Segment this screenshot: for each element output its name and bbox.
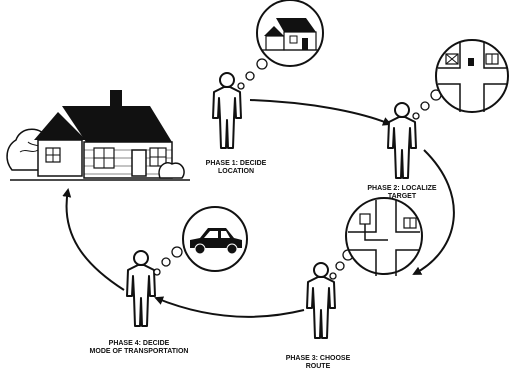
phase-2-thought-bubble [412,39,509,120]
phase-1-label-line-1: PHASE 1: DECIDE [205,160,267,167]
phase-1-label-line-2: LOCATION [217,168,255,175]
phase-1-label: PHASE 1: DECIDE LOCATION [188,160,284,176]
phase-2-figure [387,102,417,179]
phase-3-label: PHASE 3: CHOOSE ROUTE [268,355,368,371]
phase-3-label-line-1: PHASE 3: CHOOSE [285,355,351,362]
phase-3-thought-bubble [329,197,423,280]
phase-4-label-line-2: MODE OF TRANSPORTATION [89,348,189,355]
phase-4-label-line-1: PHASE 4: DECIDE [108,340,170,347]
phase-1-figure [212,72,242,149]
arrow-phase3-to-phase4 [154,296,305,318]
arrow-phase4-to-house [62,188,125,291]
phase-2-label-line-2: TARGET [387,193,417,200]
phase-2-label-line-1: PHASE 2: LOCALIZE [367,185,437,192]
arrow-phase1-to-phase2 [249,99,392,126]
phase-3-label-line-2: ROUTE [305,363,331,370]
phase-4-thought-bubble [153,206,248,276]
phase-4-figure [126,250,156,327]
phase-1-thought-bubble [237,0,324,90]
house-illustration [6,90,190,181]
phase-4-label: PHASE 4: DECIDE MODE OF TRANSPORTATION [60,340,218,356]
arrow-phase2-to-phase3 [412,149,455,275]
phase-2-label: PHASE 2: LOCALIZE TARGET [352,185,452,201]
